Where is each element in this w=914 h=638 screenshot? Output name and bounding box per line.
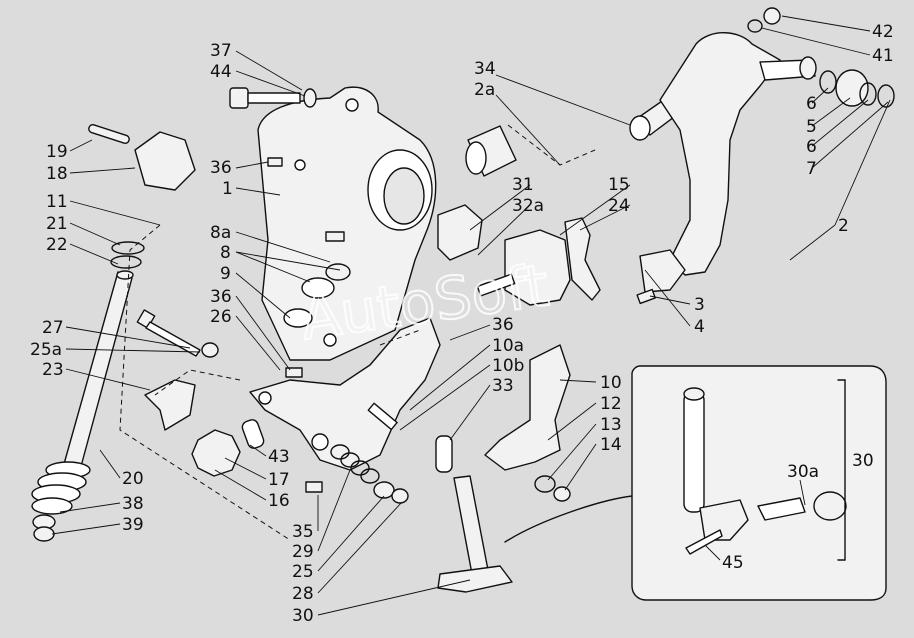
label-20: 20 bbox=[122, 469, 144, 489]
screw-36-lower bbox=[285, 367, 303, 378]
label-10a: 10a bbox=[492, 336, 524, 356]
label-36-right: 36 bbox=[492, 315, 514, 335]
label-17: 17 bbox=[268, 470, 290, 490]
spring-29 bbox=[330, 444, 380, 484]
shaft-20 bbox=[63, 270, 134, 471]
washer-8a bbox=[325, 263, 351, 281]
washer-21 bbox=[111, 241, 145, 255]
washer-39b bbox=[33, 526, 55, 542]
washer-7 bbox=[877, 84, 895, 108]
nut-42 bbox=[763, 7, 781, 25]
label-23: 23 bbox=[42, 360, 64, 380]
label-30: 30 bbox=[292, 606, 314, 626]
washer-13 bbox=[534, 475, 556, 493]
label-16: 16 bbox=[268, 491, 290, 511]
label-24: 24 bbox=[608, 196, 630, 216]
clip-23 bbox=[144, 379, 196, 431]
screw-36 bbox=[267, 157, 283, 167]
central-lever bbox=[249, 317, 441, 471]
label-12: 12 bbox=[600, 394, 622, 414]
label-36-mid: 36 bbox=[210, 287, 232, 307]
label-2: 2 bbox=[838, 216, 849, 236]
label-10: 10 bbox=[600, 373, 622, 393]
pedal-2 bbox=[639, 32, 817, 293]
label-14: 14 bbox=[600, 435, 622, 455]
label-44: 44 bbox=[210, 62, 232, 82]
washer-22 bbox=[110, 255, 142, 269]
label-15: 15 bbox=[608, 175, 630, 195]
label-7: 7 bbox=[806, 159, 817, 179]
washer-41 bbox=[747, 19, 763, 33]
label-36-top: 36 bbox=[210, 158, 232, 178]
label-8a: 8a bbox=[210, 223, 231, 243]
gear-segment-15 bbox=[504, 217, 601, 306]
nut-28 bbox=[391, 488, 409, 504]
label-5: 5 bbox=[806, 117, 817, 137]
callout-labels: 37 44 36 1 19 18 11 21 22 8a 8 9 36 26 2… bbox=[30, 22, 894, 626]
label-27: 27 bbox=[42, 318, 64, 338]
label-30-inset: 30 bbox=[852, 451, 874, 471]
label-11: 11 bbox=[46, 192, 68, 212]
bracket-10 bbox=[484, 344, 571, 471]
washer-6b bbox=[859, 82, 877, 106]
label-3: 3 bbox=[694, 295, 705, 315]
roller-2a bbox=[465, 125, 517, 177]
pin-19 bbox=[88, 124, 130, 144]
screw-8a bbox=[325, 231, 345, 242]
pin-43 bbox=[241, 419, 265, 449]
label-4: 4 bbox=[694, 317, 705, 337]
label-25: 25 bbox=[292, 562, 314, 582]
label-35: 35 bbox=[292, 522, 314, 542]
label-2a: 2a bbox=[474, 80, 495, 100]
block-31 bbox=[437, 204, 483, 261]
label-34: 34 bbox=[474, 59, 496, 79]
label-42: 42 bbox=[872, 22, 894, 42]
label-6-upper: 6 bbox=[806, 94, 817, 114]
label-33: 33 bbox=[492, 376, 514, 396]
label-19: 19 bbox=[46, 142, 68, 162]
label-13: 13 bbox=[600, 415, 622, 435]
screw-35 bbox=[305, 481, 323, 493]
gear-17 bbox=[191, 429, 241, 477]
label-41: 41 bbox=[872, 46, 894, 66]
bolt-44 bbox=[229, 87, 317, 109]
detail-inset-30 bbox=[504, 365, 887, 601]
label-22: 22 bbox=[46, 235, 68, 255]
leader-lines bbox=[51, 15, 891, 616]
label-39: 39 bbox=[122, 515, 144, 535]
rod-33 bbox=[435, 435, 513, 593]
washer-6a bbox=[819, 70, 837, 94]
label-45: 45 bbox=[722, 553, 744, 573]
nut-14 bbox=[553, 486, 571, 502]
label-25a: 25a bbox=[30, 340, 62, 360]
label-9: 9 bbox=[220, 264, 231, 284]
label-18: 18 bbox=[46, 164, 68, 184]
washer-9 bbox=[283, 308, 313, 328]
pin-10b bbox=[367, 402, 398, 431]
label-32a: 32a bbox=[512, 196, 544, 216]
washer-25 bbox=[373, 481, 395, 499]
label-1: 1 bbox=[222, 179, 233, 199]
label-8: 8 bbox=[220, 243, 231, 263]
label-31: 31 bbox=[512, 175, 534, 195]
label-21: 21 bbox=[46, 214, 68, 234]
label-10b: 10b bbox=[492, 356, 524, 376]
label-37: 37 bbox=[210, 41, 232, 61]
label-29: 29 bbox=[292, 542, 314, 562]
label-26: 26 bbox=[210, 307, 232, 327]
label-38: 38 bbox=[122, 494, 144, 514]
washer-8 bbox=[301, 277, 335, 299]
bolt-3 bbox=[636, 288, 656, 305]
label-30a: 30a bbox=[787, 462, 819, 482]
spring-38 bbox=[31, 461, 91, 515]
shaft-24 bbox=[476, 273, 516, 297]
bolt-27 bbox=[136, 309, 219, 358]
label-43: 43 bbox=[268, 447, 290, 467]
label-6-lower: 6 bbox=[806, 137, 817, 157]
bushing-5 bbox=[835, 69, 869, 107]
part-18 bbox=[134, 131, 196, 191]
label-28: 28 bbox=[292, 584, 314, 604]
